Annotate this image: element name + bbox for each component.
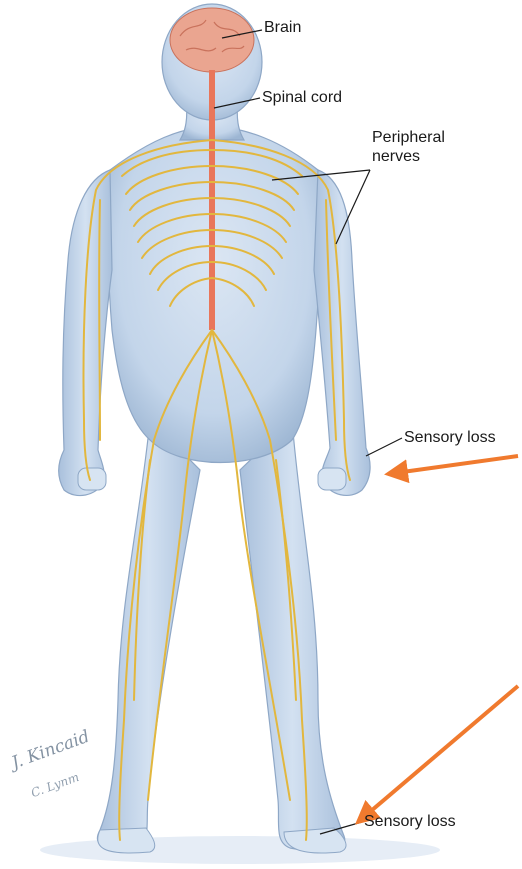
arrow-foot (358, 686, 518, 822)
highlight-arrows (358, 456, 518, 822)
brain (170, 8, 254, 72)
label-sensory-loss-foot: Sensory loss (364, 812, 456, 831)
label-spinal-cord: Spinal cord (262, 88, 342, 107)
label-brain: Brain (264, 18, 301, 37)
label-peripheral-nerves: Peripheral nerves (372, 128, 445, 166)
hand-details (78, 468, 346, 490)
sensory-loss-hand-leader (366, 438, 402, 456)
label-sensory-loss-hand: Sensory loss (404, 428, 496, 447)
arrow-hand (388, 456, 518, 474)
